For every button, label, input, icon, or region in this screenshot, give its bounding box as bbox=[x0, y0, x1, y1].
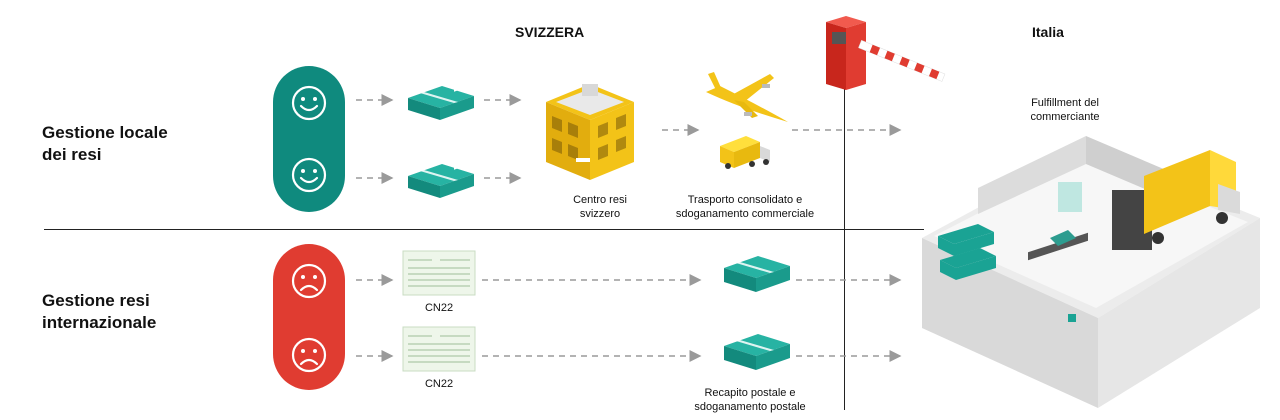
row-separator bbox=[44, 229, 924, 230]
row-title-local-line1: Gestione locale bbox=[42, 123, 168, 142]
package-icon bbox=[408, 160, 474, 198]
border-line bbox=[844, 55, 845, 410]
caption-fulfillment-line2: commerciante bbox=[1030, 111, 1100, 123]
row-title-international-line1: Gestione resi bbox=[42, 291, 150, 310]
cn22-form-icon bbox=[402, 250, 476, 296]
sad-customers-pill bbox=[273, 244, 345, 390]
caption-cn22-b: CN22 bbox=[424, 378, 454, 390]
row-title-local: Gestione locale dei resi bbox=[42, 122, 212, 166]
row-title-international: Gestione resi internazionale bbox=[42, 290, 212, 334]
truck-icon bbox=[720, 136, 770, 169]
sad-face-icon bbox=[291, 337, 327, 373]
airplane-icon bbox=[706, 72, 788, 122]
caption-trasporto-line1: Trasporto consolidato e bbox=[687, 194, 803, 206]
caption-fulfillment-line1: Fulfillment del bbox=[1031, 97, 1099, 109]
row-title-local-line2: dei resi bbox=[42, 145, 102, 164]
caption-recapito-line1: Recapito postale e bbox=[704, 387, 796, 399]
package-icon bbox=[408, 82, 474, 120]
header-italia: Italia bbox=[1032, 24, 1064, 40]
happy-face-icon bbox=[291, 85, 327, 121]
caption-fulfillment: Fulfillment del commerciante bbox=[1010, 96, 1120, 124]
caption-recapito: Recapito postale e sdoganamento postale bbox=[680, 386, 820, 414]
warehouse-icon bbox=[922, 136, 1260, 408]
caption-centro-resi: Centro resi svizzero bbox=[560, 193, 640, 221]
sad-face-icon bbox=[291, 263, 327, 299]
building-icon bbox=[546, 84, 634, 180]
caption-centro-line2: svizzero bbox=[579, 208, 621, 220]
caption-centro-line1: Centro resi bbox=[573, 194, 627, 206]
header-svizzera: SVIZZERA bbox=[515, 24, 585, 40]
happy-customers-pill bbox=[273, 66, 345, 212]
package-icon bbox=[724, 256, 790, 292]
caption-trasporto: Trasporto consolidato e sdoganamento com… bbox=[660, 193, 830, 221]
caption-recapito-line2: sdoganamento postale bbox=[694, 401, 806, 413]
cn22-form-icon bbox=[402, 326, 476, 372]
caption-trasporto-line2: sdoganamento commerciale bbox=[675, 208, 815, 220]
happy-face-icon bbox=[291, 157, 327, 193]
row-title-international-line2: internazionale bbox=[42, 313, 157, 332]
barrier-icon bbox=[826, 16, 946, 90]
package-icon bbox=[724, 334, 790, 370]
caption-cn22-a: CN22 bbox=[424, 302, 454, 314]
